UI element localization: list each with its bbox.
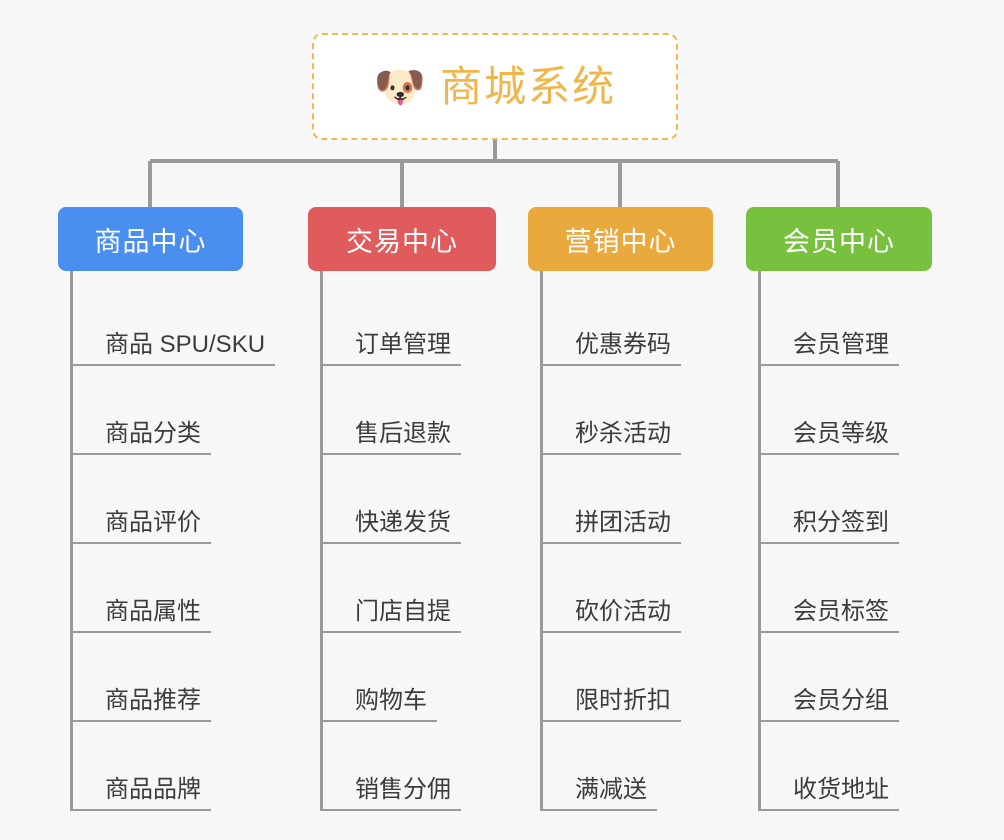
list-item-label: 收货地址 [761, 776, 899, 811]
list-item-label: 砍价活动 [543, 598, 681, 633]
list-item[interactable]: 优惠券码 [543, 277, 746, 366]
list-item[interactable]: 秒杀活动 [543, 366, 746, 455]
shiba-dog-face-icon: 🐶 [373, 62, 427, 110]
list-item-label: 购物车 [323, 687, 437, 722]
branch-items-marketing: 优惠券码 秒杀活动 拼团活动 砍价活动 限时折扣 满减送 [540, 271, 746, 811]
list-item[interactable]: 门店自提 [323, 544, 528, 633]
list-item[interactable]: 商品分类 [73, 366, 308, 455]
list-item-label: 秒杀活动 [543, 420, 681, 455]
branch-header-trade[interactable]: 交易中心 [308, 207, 496, 271]
list-item-label: 商品品牌 [73, 776, 211, 811]
list-item[interactable]: 收货地址 [761, 722, 966, 811]
branch-header-label: 商品中心 [94, 226, 207, 257]
list-item[interactable]: 销售分佣 [323, 722, 528, 811]
list-item-label: 会员管理 [761, 331, 899, 366]
list-item[interactable]: 商品推荐 [73, 633, 308, 722]
list-item[interactable]: 商品评价 [73, 455, 308, 544]
list-item[interactable]: 会员分组 [761, 633, 966, 722]
branch-column-trade: 交易中心 订单管理 售后退款 快递发货 门店自提 购物车 销售分佣 [308, 207, 528, 811]
branch-items-trade: 订单管理 售后退款 快递发货 门店自提 购物车 销售分佣 [320, 271, 528, 811]
branch-header-marketing[interactable]: 营销中心 [528, 207, 713, 271]
list-item-label: 会员分组 [761, 687, 899, 722]
branch-header-label: 会员中心 [783, 226, 895, 257]
list-item-label: 门店自提 [323, 598, 461, 633]
root-title: 商城系统 [440, 62, 617, 110]
list-item[interactable]: 砍价活动 [543, 544, 746, 633]
branch-header-product[interactable]: 商品中心 [58, 207, 243, 271]
list-item[interactable]: 快递发货 [323, 455, 528, 544]
list-item[interactable]: 售后退款 [323, 366, 528, 455]
list-item-label: 售后退款 [323, 420, 461, 455]
list-item-label: 会员等级 [761, 420, 899, 455]
list-item[interactable]: 商品品牌 [73, 722, 308, 811]
list-item-label: 积分签到 [761, 509, 899, 544]
list-item[interactable]: 商品 SPU/SKU [73, 277, 308, 366]
branch-column-marketing: 营销中心 优惠券码 秒杀活动 拼团活动 砍价活动 限时折扣 满减送 [528, 207, 746, 811]
branch-column-product: 商品中心 商品 SPU/SKU 商品分类 商品评价 商品属性 商品推荐 商品品牌 [58, 207, 308, 811]
list-item-label: 销售分佣 [323, 776, 461, 811]
list-item[interactable]: 会员管理 [761, 277, 966, 366]
list-item-label: 商品推荐 [73, 687, 211, 722]
branch-header-label: 交易中心 [346, 226, 458, 257]
list-item-label: 商品属性 [73, 598, 211, 633]
list-item[interactable]: 限时折扣 [543, 633, 746, 722]
branch-header-member[interactable]: 会员中心 [746, 207, 932, 271]
list-item[interactable]: 购物车 [323, 633, 528, 722]
list-item-label: 商品 SPU/SKU [73, 331, 276, 366]
list-item-label: 满减送 [543, 776, 657, 811]
branch-items-member: 会员管理 会员等级 积分签到 会员标签 会员分组 收货地址 [758, 271, 966, 811]
list-item-label: 拼团活动 [543, 509, 681, 544]
branch-header-label: 营销中心 [564, 226, 677, 257]
branch-columns: 商品中心 商品 SPU/SKU 商品分类 商品评价 商品属性 商品推荐 商品品牌… [0, 207, 1004, 827]
branch-items-product: 商品 SPU/SKU 商品分类 商品评价 商品属性 商品推荐 商品品牌 [70, 271, 308, 811]
list-item[interactable]: 会员标签 [761, 544, 966, 633]
list-item[interactable]: 满减送 [543, 722, 746, 811]
list-item[interactable]: 拼团活动 [543, 455, 746, 544]
list-item-label: 优惠券码 [543, 331, 681, 366]
list-item-label: 限时折扣 [543, 687, 681, 722]
list-item-label: 商品分类 [73, 420, 211, 455]
list-item[interactable]: 商品属性 [73, 544, 308, 633]
list-item-label: 快递发货 [323, 509, 461, 544]
list-item[interactable]: 积分签到 [761, 455, 966, 544]
list-item-label: 会员标签 [761, 598, 899, 633]
root-node[interactable]: 🐶 商城系统 [312, 33, 678, 140]
list-item-label: 商品评价 [73, 509, 211, 544]
branch-column-member: 会员中心 会员管理 会员等级 积分签到 会员标签 会员分组 收货地址 [746, 207, 966, 811]
list-item-label: 订单管理 [323, 331, 461, 366]
list-item[interactable]: 会员等级 [761, 366, 966, 455]
list-item[interactable]: 订单管理 [323, 277, 528, 366]
